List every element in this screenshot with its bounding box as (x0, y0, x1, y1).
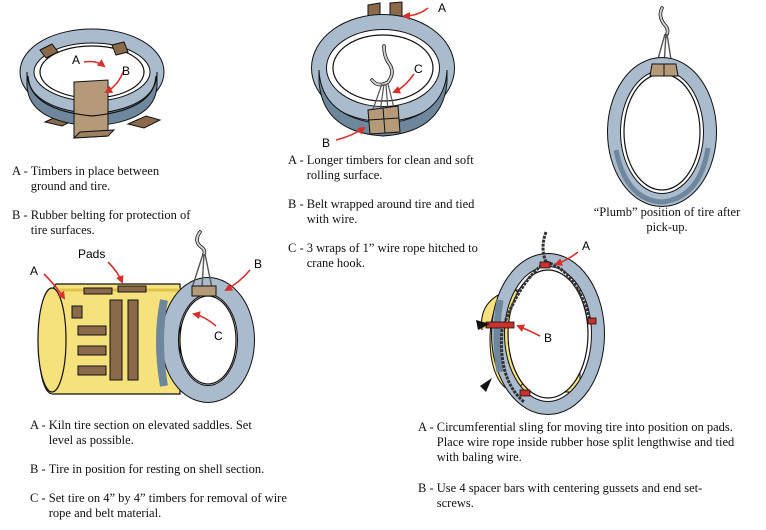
fig3-drawing (607, 6, 717, 207)
fig4-pads (71, 285, 147, 381)
fig5-label-b: B (544, 331, 552, 345)
fig1-belting-left (39, 43, 59, 59)
fig1-label-a: A (72, 53, 80, 67)
fig4-caption-b: B - Tire in position for resting on shel… (30, 462, 265, 476)
fig2-label-b: B (322, 136, 330, 150)
fig4-caption-c: C - Set tire on 4” by 4” timbers for rem… (30, 491, 287, 520)
fig1-timber-support (73, 79, 109, 139)
fig1-label-b: B (122, 64, 130, 78)
fig3-caption: “Plumb” position of tire after pick-up. (593, 205, 741, 234)
fig2-caption-a: A - Longer timbers for clean and soft ro… (288, 153, 474, 182)
fig1-belting-right (111, 41, 129, 56)
fig4-drawing: Pads A B C (30, 230, 262, 403)
fig5-drawing: A B (476, 231, 605, 415)
fig4-caption-a: A - Kiln tire section on elevated saddle… (30, 418, 252, 447)
fig1-timber-right (126, 115, 162, 129)
fig1-drawing: A B (19, 28, 165, 139)
fig4-label-a: A (30, 264, 38, 278)
fig2-drawing: A C B (311, 1, 455, 150)
fig4-label-c: C (214, 329, 223, 343)
fig5-label-a: A (582, 239, 590, 253)
fig5-caption-b: B - Use 4 spacer bars with centering gus… (418, 481, 703, 510)
fig5-sling (500, 231, 592, 404)
fig2-label-c: C (414, 62, 423, 76)
fig2-caption-c: C - 3 wraps of 1” wire rope hitched to c… (288, 241, 478, 270)
fig5-caption-a: A - Circumferential sling for moving tir… (418, 420, 735, 464)
fig2-caption-b: B - Belt wrapped around tire and tied wi… (288, 197, 475, 226)
fig1-caption-b: B - Rubber belting for protection of tir… (12, 208, 191, 237)
fig2-crane-hook (370, 44, 394, 87)
fig2-label-a: A (438, 1, 446, 15)
fig4-label-pads: Pads (78, 247, 105, 261)
fig1-caption-a: A - Timbers in place between ground and … (12, 164, 160, 193)
fig2-wire-rope (371, 83, 396, 113)
fig4-label-b: B (254, 257, 262, 271)
